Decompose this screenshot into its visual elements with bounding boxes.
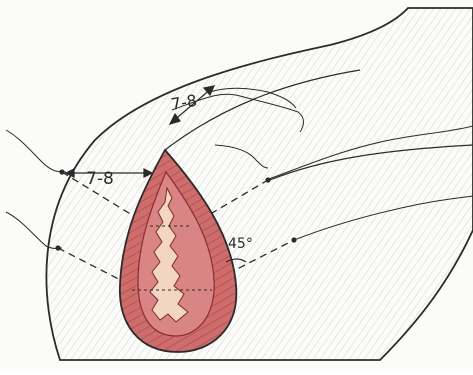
- marker-dot: [291, 237, 296, 242]
- angle-label: 45°: [228, 236, 253, 252]
- left-measure-label: 7-8: [86, 169, 114, 189]
- marker-dot: [59, 169, 64, 174]
- marker-dot: [265, 177, 270, 182]
- vessel-left-upper: [6, 130, 66, 172]
- marker-dot: [55, 245, 60, 250]
